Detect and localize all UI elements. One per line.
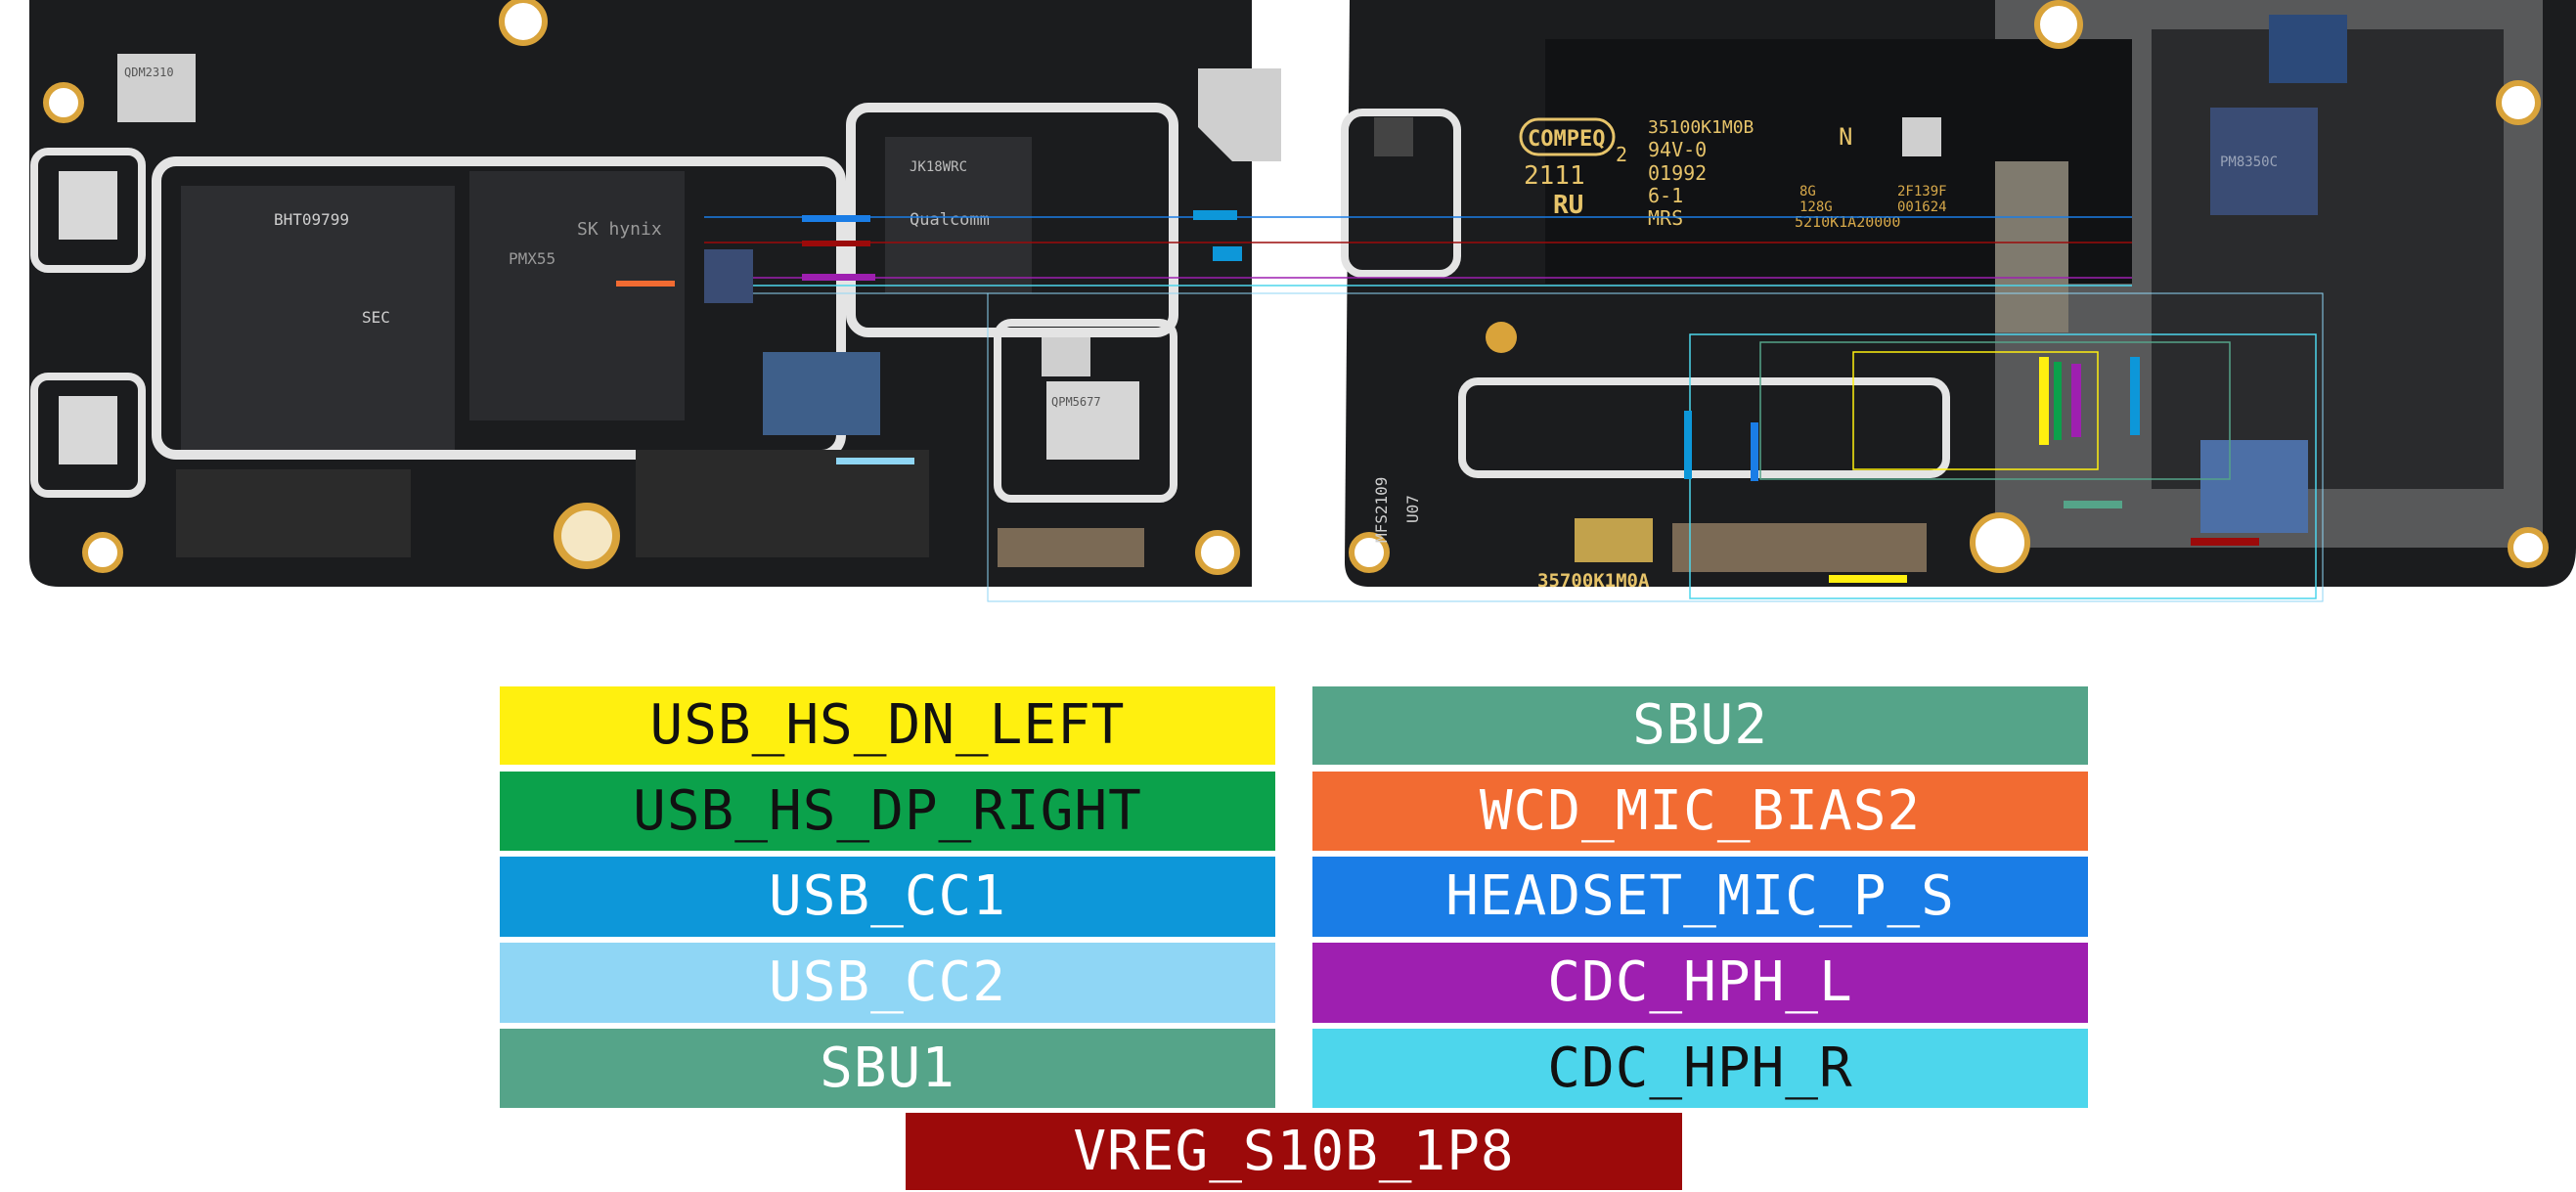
legend-usb-hs-dn-left: USB_HS_DN_LEFT <box>500 686 1275 765</box>
mem-a: 8G <box>1799 184 1816 199</box>
part-number-bottom: 35700K1M0A <box>1537 570 1650 592</box>
legend-usb-cc2: USB_CC2 <box>500 943 1275 1023</box>
legend-headset-mic-p-s: HEADSET_MIC_P_S <box>1312 857 2088 937</box>
legend-sbu1: SBU1 <box>500 1029 1275 1108</box>
conn-label-a: MFS2109 <box>1372 477 1391 543</box>
chip-pm-label: PM8350C <box>2220 155 2278 170</box>
compeq-suffix: 2 <box>1616 143 1627 166</box>
ul-mark: RU <box>1553 191 1583 220</box>
part-number-top: 35100K1M0B <box>1648 117 1754 138</box>
right-board: COMPEQ 2 2111 RU 35100K1M0B 94V-0 01992 … <box>1341 0 2576 592</box>
maker-code: 2111 <box>1524 161 1585 191</box>
code-a: 2F139F <box>1897 184 1947 199</box>
chip-sec-label: SEC <box>362 308 390 327</box>
mem-b: 128G <box>1799 199 1833 215</box>
legend-wcd-mic-bias2: WCD_MIC_BIAS2 <box>1312 772 2088 851</box>
n-mark: N <box>1839 123 1852 151</box>
chip-sk-label: SK hynix <box>577 219 662 240</box>
flag-mark: MRS <box>1648 206 1683 230</box>
chip-qpm-label: QPM5677 <box>1051 395 1101 409</box>
legend-usb-cc1: USB_CC1 <box>500 857 1275 937</box>
chip-bht-label: BHT09799 <box>274 210 349 229</box>
legend-usb-hs-dp-right: USB_HS_DP_RIGHT <box>500 772 1275 851</box>
legend-cdc-hph-l: CDC_HPH_L <box>1312 943 2088 1023</box>
legend-sbu2: SBU2 <box>1312 686 2088 765</box>
chip-qualcomm-label: Qualcomm <box>910 210 990 230</box>
pcb-board-drawing: BHT09799 SEC SK hynix PMX55 Qualcomm JK1… <box>29 0 2576 602</box>
legend-vreg-s10b-1p8: VREG_S10B_1P8 <box>906 1113 1682 1190</box>
rating-mark: 94V-0 <box>1648 138 1707 161</box>
net-traces <box>616 210 2324 602</box>
pcb-board-photo: BHT09799 SEC SK hynix PMX55 Qualcomm JK1… <box>29 0 2576 602</box>
chip-pmx-label: PMX55 <box>509 249 555 268</box>
date-code-b: 6-1 <box>1648 184 1683 207</box>
legend-cdc-hph-r: CDC_HPH_R <box>1312 1029 2088 1108</box>
code-b: 001624 <box>1897 199 1947 215</box>
board-id: 5210K1A20000 <box>1795 213 1900 231</box>
date-code-a: 01992 <box>1648 161 1707 185</box>
chip-qdm-label: QDM2310 <box>124 66 174 79</box>
chip-jk-label: JK18WRC <box>910 159 967 175</box>
conn-label-b: U07 <box>1403 495 1422 523</box>
compeq-logo: COMPEQ <box>1528 127 1605 152</box>
left-board: BHT09799 SEC SK hynix PMX55 Qualcomm JK1… <box>29 0 1281 587</box>
